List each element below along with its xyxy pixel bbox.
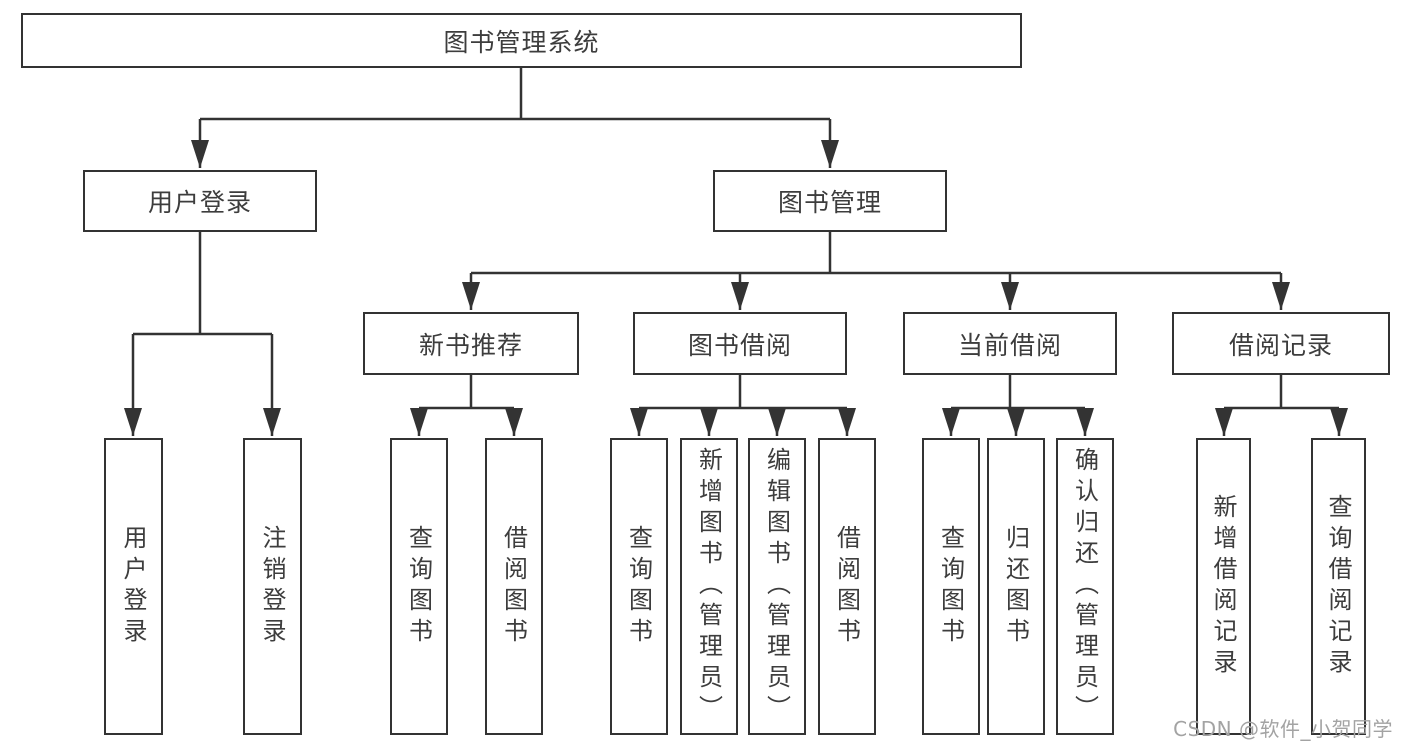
node-book-management: 图书管理 — [713, 170, 947, 232]
node-label: 当前借阅 — [957, 330, 1062, 360]
node-label: 图书借阅 — [687, 330, 792, 360]
node-label: 用户登录 — [147, 188, 252, 217]
node-borrow-records: 借阅记录 — [1172, 312, 1390, 375]
leaf-query-book-borrow: 查询图书 — [610, 438, 668, 735]
node-label: 查询图书 — [404, 524, 433, 649]
node-label: 查询图书 — [936, 524, 965, 649]
node-label: 图书管理系统 — [443, 27, 600, 57]
node-book-borrow: 图书借阅 — [633, 312, 847, 375]
node-label: 借阅记录 — [1228, 330, 1333, 360]
node-label: 查询图书 — [624, 524, 653, 649]
node-library-management-system: 图书管理系统 — [21, 13, 1022, 68]
node-current-borrow: 当前借阅 — [903, 312, 1117, 375]
leaf-add-book-admin: 新增图书（管理员） — [680, 438, 738, 735]
leaf-query-book-recommend: 查询图书 — [390, 438, 448, 735]
leaf-confirm-return-admin: 确认归还（管理员） — [1056, 438, 1114, 735]
node-label: 确认归还（管理员） — [1070, 447, 1099, 726]
leaf-query-borrow-record: 查询借阅记录 — [1311, 438, 1366, 735]
node-label: 新增借阅记录 — [1209, 493, 1237, 680]
node-user-login: 用户登录 — [83, 170, 317, 232]
leaf-borrow-book-recommend: 借阅图书 — [485, 438, 543, 735]
leaf-edit-book-admin: 编辑图书（管理员） — [748, 438, 806, 735]
node-label: 注销登录 — [258, 524, 286, 649]
leaf-query-book-current: 查询图书 — [922, 438, 980, 735]
node-label: 新增图书（管理员） — [694, 447, 723, 726]
node-label: 编辑图书（管理员） — [762, 447, 791, 726]
leaf-user-login: 用户登录 — [104, 438, 163, 735]
leaf-logout-login: 注销登录 — [243, 438, 302, 735]
node-label: 借阅图书 — [832, 524, 861, 649]
leaf-add-borrow-record: 新增借阅记录 — [1196, 438, 1251, 735]
node-label: 查询借阅记录 — [1324, 493, 1352, 680]
node-label: 用户登录 — [119, 524, 147, 649]
csdn-watermark: CSDN @软件_小贺同学 — [1173, 717, 1393, 741]
node-label: 新书推荐 — [418, 330, 523, 360]
node-label: 借阅图书 — [499, 524, 528, 649]
leaf-borrow-book: 借阅图书 — [818, 438, 876, 735]
leaf-return-book: 归还图书 — [987, 438, 1045, 735]
node-label: 归还图书 — [1001, 524, 1030, 649]
node-label: 图书管理 — [777, 188, 882, 217]
node-new-book-recommend: 新书推荐 — [363, 312, 579, 375]
